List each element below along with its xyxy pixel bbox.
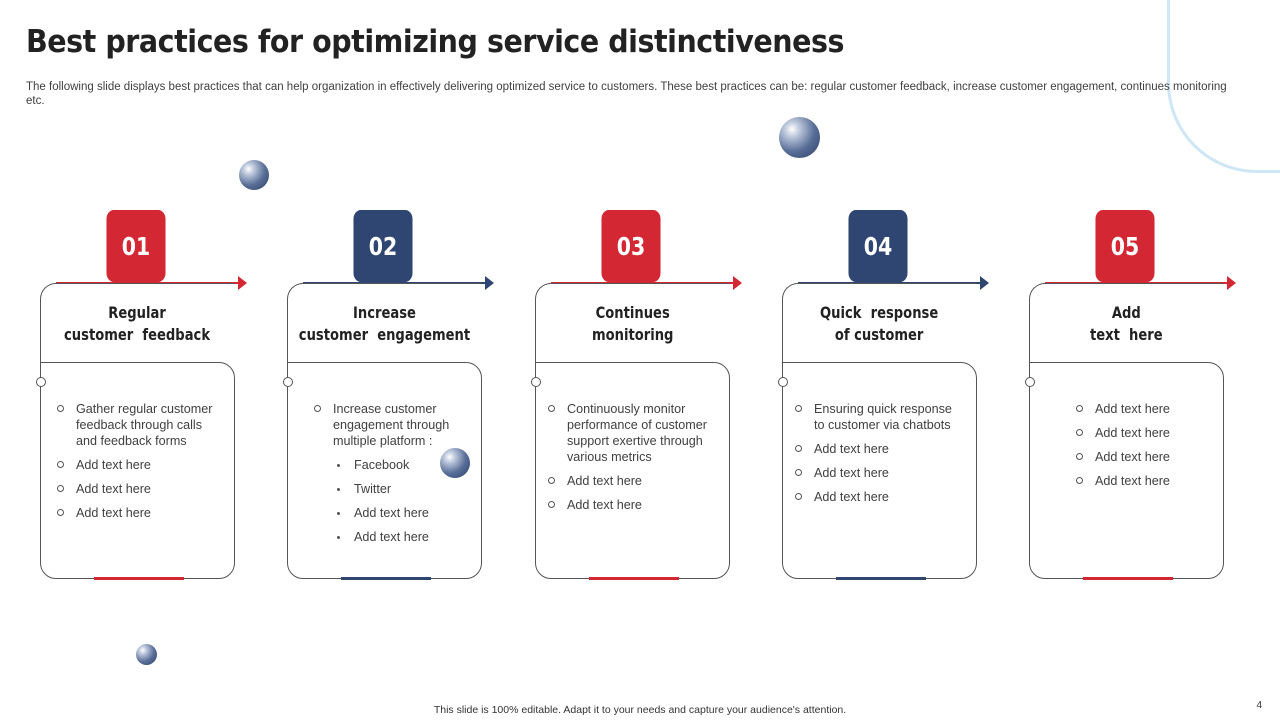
connector-dot bbox=[1025, 377, 1035, 387]
card-continues-monitoring: 03 Continues monitoring Continuously mon… bbox=[531, 210, 745, 580]
accent-bar bbox=[341, 577, 431, 580]
page-number: 4 bbox=[1256, 700, 1262, 711]
step-number-badge: 05 bbox=[1095, 210, 1155, 282]
step-number-badge: 01 bbox=[106, 210, 166, 282]
accent-bar bbox=[94, 577, 184, 580]
card-add-text: 05 Add text here Add text here Add text … bbox=[1025, 210, 1239, 580]
item-list: Add text here Add text here Add text her… bbox=[1076, 401, 1211, 497]
list-item: Add text here bbox=[795, 489, 964, 505]
list-sub-item: Add text here bbox=[335, 529, 469, 545]
card-title-line: Regular customer feedback bbox=[64, 302, 211, 344]
card-header: Add text here bbox=[1029, 283, 1223, 363]
slide-title: Best practices for optimizing service di… bbox=[26, 24, 845, 60]
card-title-line: Add text here bbox=[1090, 302, 1163, 344]
card-title-line: Increase customer engagement bbox=[298, 302, 471, 344]
card-title: Increase customer engagement bbox=[299, 302, 470, 346]
list-item: Add text here bbox=[1076, 425, 1211, 441]
accent-bar bbox=[589, 577, 679, 580]
step-number-badge: 02 bbox=[353, 210, 413, 282]
card-body: Add text here Add text here Add text her… bbox=[1025, 362, 1224, 580]
connector-dot bbox=[531, 377, 541, 387]
card-header: Continues monitoring bbox=[535, 283, 729, 363]
item-list: Ensuring quick response to customer via … bbox=[795, 401, 964, 513]
decorative-sphere bbox=[136, 644, 157, 665]
list-item: Gather regular customer feedback through… bbox=[57, 401, 222, 449]
list-sub-item: Add text here bbox=[335, 505, 469, 521]
list-item: Continuously monitor performance of cust… bbox=[548, 401, 717, 465]
decorative-sphere bbox=[779, 117, 820, 158]
list-item: Add text here bbox=[1076, 473, 1211, 489]
accent-bar bbox=[1083, 577, 1173, 580]
list-item: Add text here bbox=[57, 505, 222, 521]
connector-dot bbox=[36, 377, 46, 387]
list-item: Add text here bbox=[795, 441, 964, 457]
card-body: Continuously monitor performance of cust… bbox=[531, 362, 730, 580]
decorative-sphere bbox=[239, 160, 269, 190]
step-number-badge: 04 bbox=[848, 210, 908, 282]
list-item: Add text here bbox=[795, 465, 964, 481]
card-title: Quick response of customer bbox=[820, 302, 938, 346]
card-body: Increase customer engagement through mul… bbox=[283, 362, 482, 580]
card-body: Ensuring quick response to customer via … bbox=[778, 362, 977, 580]
card-increase-customer-engagement: 02 Increase customer engagement Increase… bbox=[283, 210, 497, 580]
list-sub-item: Twitter bbox=[335, 481, 469, 497]
list-item: Add text here bbox=[1076, 449, 1211, 465]
card-title: Add text here bbox=[1090, 302, 1163, 346]
list-item: Add text here bbox=[548, 497, 717, 513]
list-item: Add text here bbox=[548, 473, 717, 489]
card-header: Regular customer feedback bbox=[40, 283, 234, 363]
card-title-line: Quick response of customer bbox=[820, 302, 939, 344]
card-title: Continues monitoring bbox=[592, 302, 674, 346]
step-number-badge: 03 bbox=[601, 210, 661, 282]
list-sub-item: Facebook bbox=[335, 457, 469, 473]
list-item: Increase customer engagement through mul… bbox=[314, 401, 469, 449]
accent-bar bbox=[836, 577, 926, 580]
card-title: Regular customer feedback bbox=[64, 302, 210, 346]
card-header: Quick response of customer bbox=[782, 283, 976, 363]
slide-footer: This slide is 100% editable. Adapt it to… bbox=[433, 704, 847, 716]
card-body: Gather regular customer feedback through… bbox=[36, 362, 235, 580]
list-item: Ensuring quick response to customer via … bbox=[795, 401, 964, 433]
card-title-line: Continues monitoring bbox=[591, 302, 674, 344]
list-item: Add text here bbox=[57, 481, 222, 497]
slide-subtitle: The following slide displays best practi… bbox=[26, 81, 1227, 107]
decorative-sphere bbox=[440, 448, 470, 478]
card-header: Increase customer engagement bbox=[287, 283, 481, 363]
item-list: Continuously monitor performance of cust… bbox=[548, 401, 717, 521]
card-regular-customer-feedback: 01 Regular customer feedback Gather regu… bbox=[36, 210, 250, 580]
item-list: Gather regular customer feedback through… bbox=[57, 401, 222, 529]
connector-dot bbox=[283, 377, 293, 387]
card-quick-response: 04 Quick response of customer Ensuring q… bbox=[778, 210, 992, 580]
list-item: Add text here bbox=[1076, 401, 1211, 417]
connector-dot bbox=[778, 377, 788, 387]
list-item: Add text here bbox=[57, 457, 222, 473]
item-list: Increase customer engagement through mul… bbox=[314, 401, 469, 553]
